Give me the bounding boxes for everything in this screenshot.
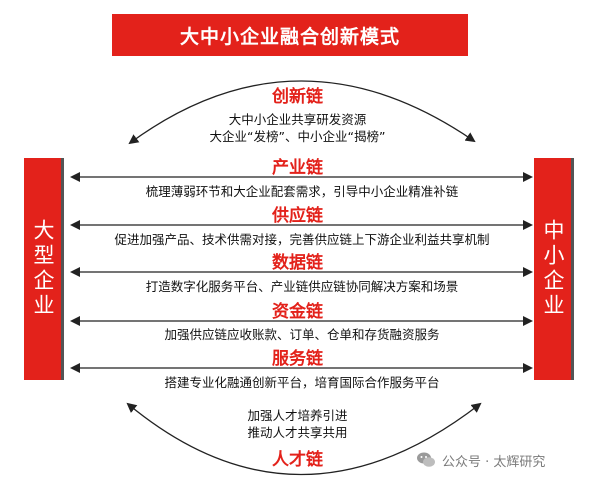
data-chain-desc: 打造数字化服务平台、产业链供应链协同解决方案和场景 <box>145 279 459 294</box>
talent-chain-line-1: 加强人才培养引进 <box>247 408 348 423</box>
supply-chain-desc: 促进加强产品、技术供需对接，完善供应链上下游企业利益共享机制 <box>114 232 490 247</box>
innovation-chain-line-2: 大企业“发榜”、中小企业“揭榜” <box>209 129 386 144</box>
service-chain-desc: 搭建专业化融通创新平台，培育国际合作服务平台 <box>164 375 440 390</box>
top-arc-arrow <box>128 80 476 145</box>
watermark: 公众号 · 太辉研究 <box>416 448 588 472</box>
service-chain-label: 服务链 <box>272 349 323 369</box>
capital-chain-desc: 加强供应链应收账款、订单、仓单和存货融资服务 <box>164 327 440 342</box>
supply-chain-label: 供应链 <box>272 206 323 226</box>
industry-chain-desc: 梳理薄弱环节和大企业配套需求，引导中小企业精准补链 <box>145 184 459 199</box>
sme-box: 中小企业 <box>534 158 574 380</box>
talent-chain-line-2: 推动人才共享共用 <box>247 425 348 440</box>
wechat-icon <box>417 452 435 467</box>
innovation-chain-line-1: 大中小企业共享研发资源 <box>228 112 367 127</box>
innovation-chain-label: 创新链 <box>272 87 323 107</box>
talent-chain-label: 人才链 <box>272 450 323 470</box>
bottom-arc-arrow <box>126 402 482 475</box>
large-enterprise-box: 大型企业 <box>24 158 64 380</box>
data-chain-label: 数据链 <box>272 253 323 273</box>
capital-chain-label: 资金链 <box>272 302 323 322</box>
industry-chain-label: 产业链 <box>272 158 323 178</box>
watermark-text: 公众号 · 太辉研究 <box>442 454 546 470</box>
diagram-title: 大中小企业融合创新模式 <box>112 14 468 56</box>
